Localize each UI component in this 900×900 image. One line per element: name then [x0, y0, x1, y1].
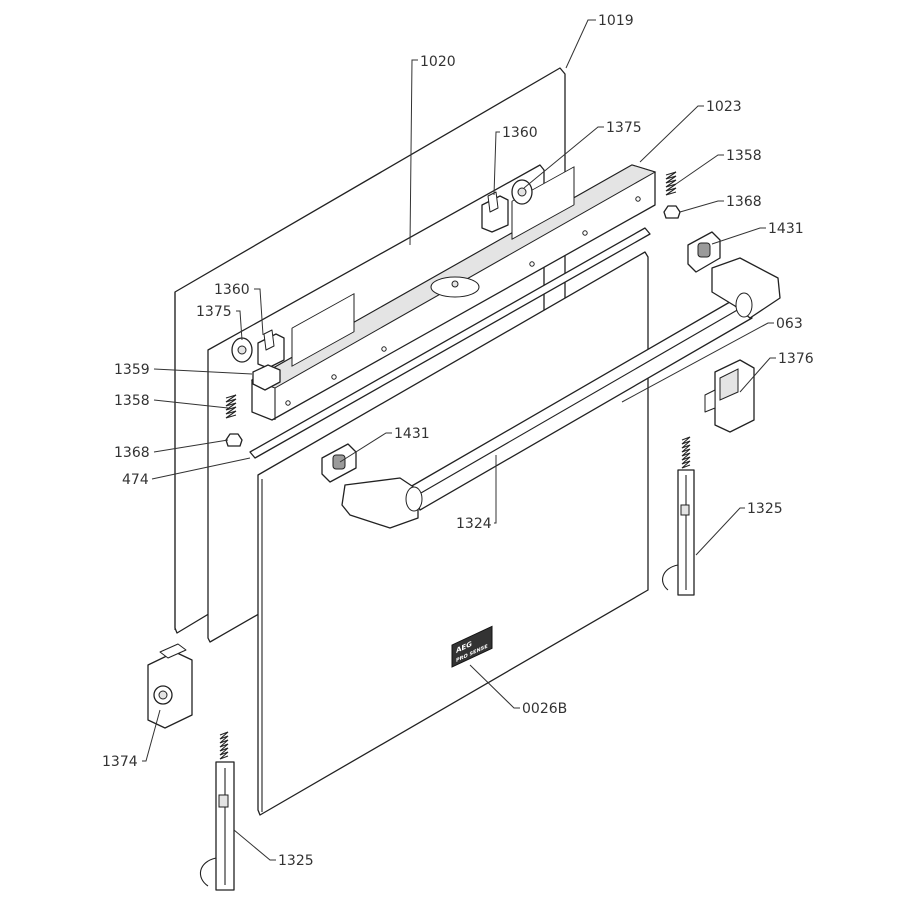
stopper: [252, 364, 281, 391]
washer-left: [231, 337, 253, 363]
clip-top: [481, 191, 509, 233]
hinge-receiver-left: [147, 643, 193, 729]
seal-strip: [249, 227, 651, 459]
label-1358-right: 1358: [726, 148, 762, 164]
clip-left: [257, 329, 285, 369]
label-1325-right: 1325: [747, 501, 783, 517]
label-1020: 1020: [420, 54, 456, 70]
hinge-left: [199, 731, 235, 891]
label-1431-left: 1431: [394, 426, 430, 442]
label-474: 474: [122, 472, 149, 488]
label-063: 063: [776, 316, 803, 332]
hinge-right: [662, 436, 695, 596]
label-1023: 1023: [706, 99, 742, 115]
label-1431-right: 1431: [768, 221, 804, 237]
label-1360-top: 1360: [502, 125, 538, 141]
label-1376: 1376: [778, 351, 814, 367]
label-1019: 1019: [598, 13, 634, 29]
label-1374: 1374: [102, 754, 138, 770]
spring-right: [665, 171, 677, 196]
label-1368-left: 1368: [114, 445, 150, 461]
label-1375-left: 1375: [196, 304, 232, 320]
leader-lines: [142, 19, 776, 861]
spring-left: [225, 394, 237, 419]
label-1360-left: 1360: [214, 282, 250, 298]
cap-right: [663, 205, 681, 219]
label-1368-right: 1368: [726, 194, 762, 210]
label-1375-top: 1375: [606, 120, 642, 136]
label-1359: 1359: [114, 362, 150, 378]
handle-mount-right: [687, 231, 721, 273]
label-0026B: 0026B: [522, 701, 567, 717]
handle-mount-left: [321, 443, 357, 483]
door-panel: [257, 251, 649, 816]
part-labels: 1019 1020 1023 1360 1375 1358 1368 1431 …: [102, 13, 814, 869]
hinge-bracket: [250, 164, 657, 421]
label-1324: 1324: [456, 516, 492, 532]
hinge-receiver-right: [704, 359, 755, 433]
label-1358-left: 1358: [114, 393, 150, 409]
label-1325-left: 1325: [278, 853, 314, 869]
cap-left: [225, 433, 243, 447]
